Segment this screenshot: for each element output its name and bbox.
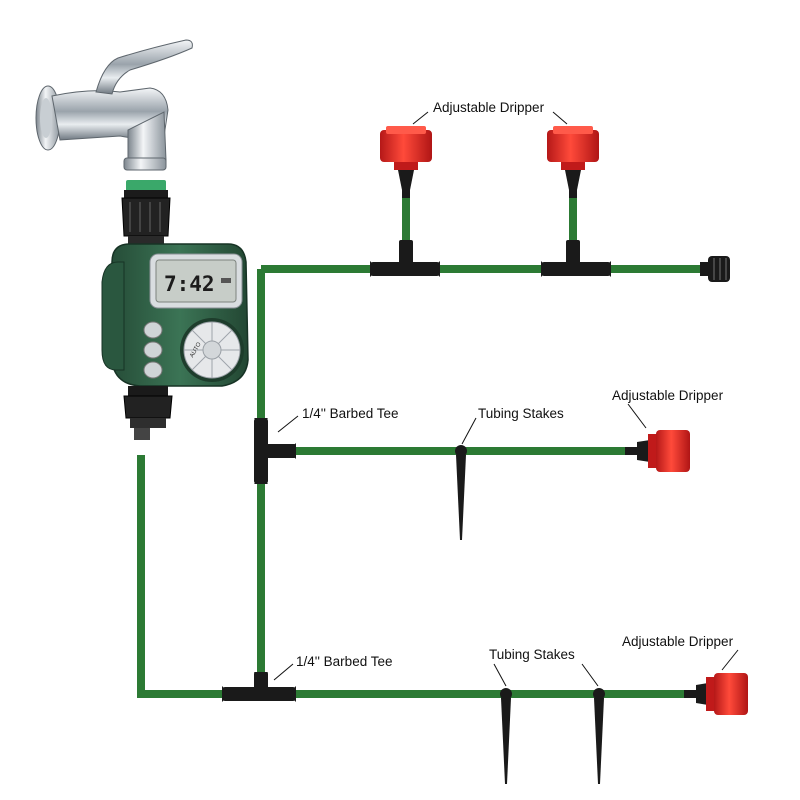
dripper-icon [380,126,432,198]
label-tee-bottom: 1/4'' Barbed Tee [296,654,392,669]
end-plug-icon [700,256,730,282]
barbed-tee-icon [541,240,611,277]
barbed-tee-icon [254,418,296,484]
leader-stakes-mid [461,417,477,445]
label-dripper-top: Adjustable Dripper [433,100,545,115]
faucet-icon [35,39,193,171]
leader-stakes-bottom [493,663,599,687]
tubing-stake-icon [593,688,605,784]
timer-display: 7:42 [164,272,215,296]
tubing-stake-icon [500,688,512,784]
label-stakes-bottom: Tubing Stakes [489,647,575,662]
barbed-tee-icon [370,240,440,277]
dripper-icon [625,430,690,472]
label-stakes-mid: Tubing Stakes [478,406,564,421]
leader-lines-top [412,111,568,125]
leader-dripper-mid [627,403,647,429]
leader-tee-mid [277,415,299,433]
leader-dripper-bottom [721,649,739,671]
leader-tee-bottom [273,663,294,681]
water-timer-icon: 7:42 AUTO [101,180,249,440]
label-tee-mid: 1/4'' Barbed Tee [302,406,398,421]
label-dripper-mid: Adjustable Dripper [612,388,724,403]
barbed-tee-icon [222,672,296,702]
label-dripper-bottom: Adjustable Dripper [622,634,734,649]
dripper-icon [547,126,599,198]
dripper-icon [684,673,748,715]
tubing-stake-icon [455,445,467,540]
